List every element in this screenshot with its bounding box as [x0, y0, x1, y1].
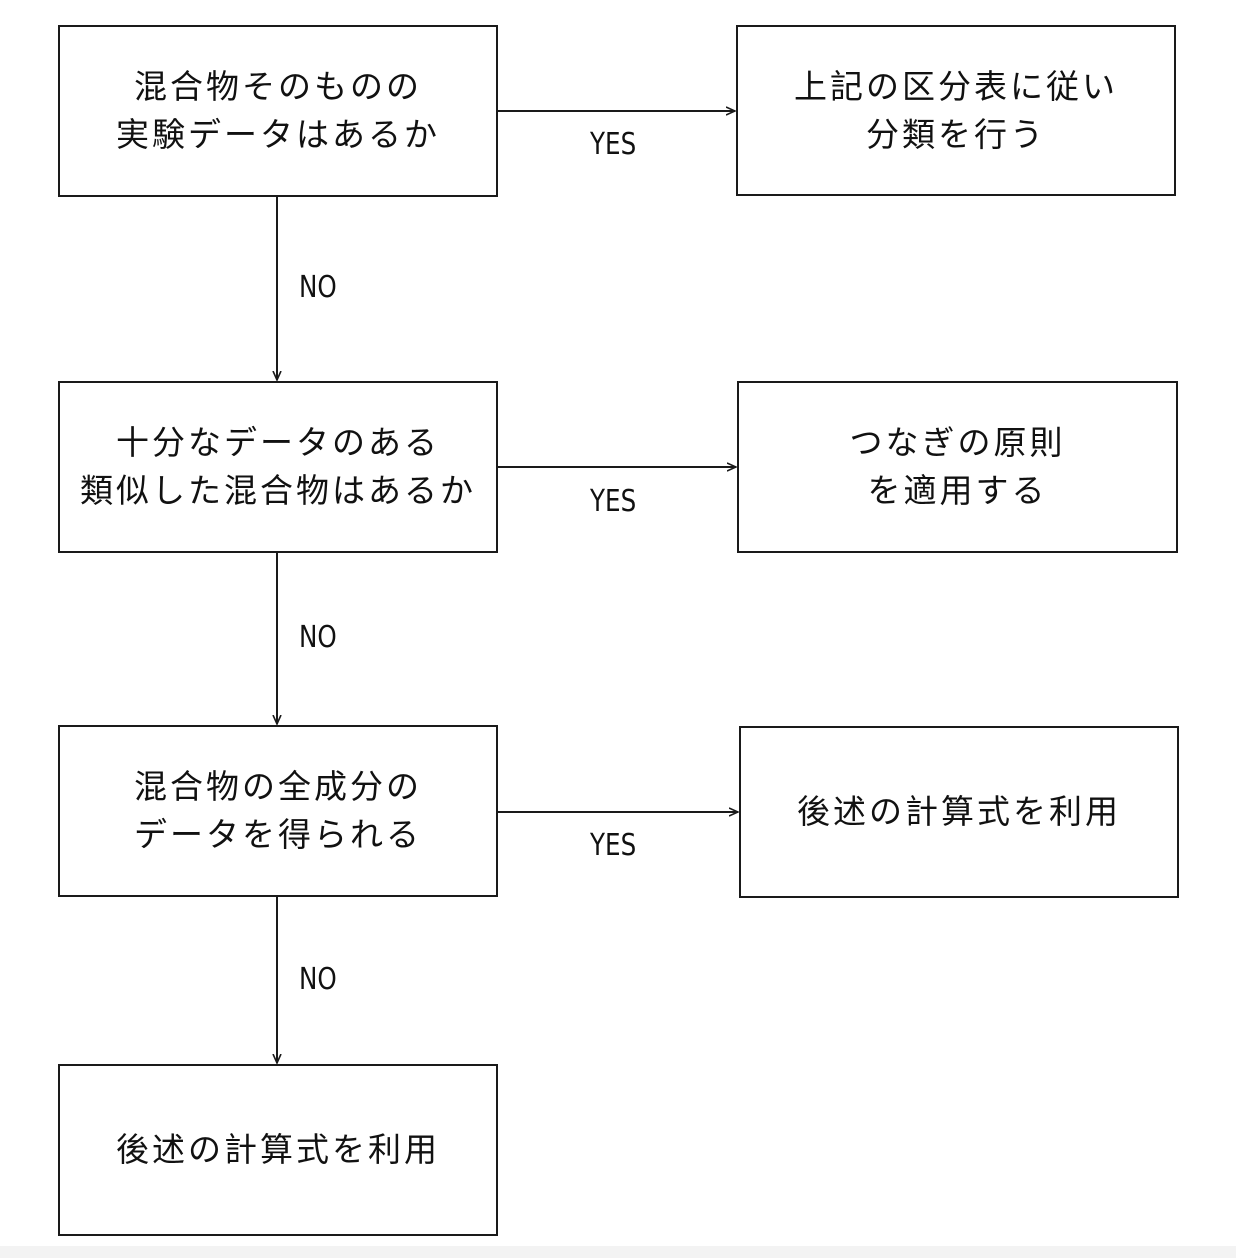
edge-label-yes: YES — [590, 127, 637, 162]
question-box-all-component-data: 混合物の全成分の データを得られる — [58, 725, 498, 897]
box-text-line: 混合物そのものの — [134, 67, 422, 106]
result-box-bridging-principle: つなぎの原則 を適用する — [737, 381, 1178, 553]
question-box-mixture-test-data: 混合物そのものの 実験データはあるか — [58, 25, 498, 197]
box-text-line: 類似した混合物はあるか — [80, 471, 476, 510]
box-text-line: 後述の計算式を利用 — [797, 792, 1121, 831]
box-text-line: 十分なデータのある — [116, 423, 440, 462]
box-text-line: を適用する — [867, 471, 1048, 510]
box-text-line: データを得られる — [134, 815, 422, 854]
result-box-calculation-formula: 後述の計算式を利用 — [739, 726, 1179, 898]
edge-label-no: NO — [299, 270, 337, 305]
final-box-calculation-formula: 後述の計算式を利用 — [58, 1064, 498, 1236]
box-text-line: 上記の区分表に従い — [794, 66, 1118, 106]
box-text-line: 後述の計算式を利用 — [116, 1130, 440, 1169]
edge-label-no: NO — [299, 962, 337, 997]
question-box-similar-mixture: 十分なデータのある 類似した混合物はあるか — [58, 381, 498, 553]
edge-label-yes: YES — [590, 484, 637, 519]
result-box-classify-by-table: 上記の区分表に従い 分類を行う — [736, 25, 1176, 196]
bottom-margin-strip — [0, 1246, 1236, 1258]
box-text-line: 実験データはあるか — [116, 115, 440, 154]
box-text-line: 分類を行う — [866, 114, 1046, 154]
box-text-line: つなぎの原則 — [849, 423, 1066, 462]
edge-label-no: NO — [299, 620, 337, 655]
box-text-line: 混合物の全成分の — [134, 767, 422, 806]
edge-label-yes: YES — [590, 828, 637, 863]
